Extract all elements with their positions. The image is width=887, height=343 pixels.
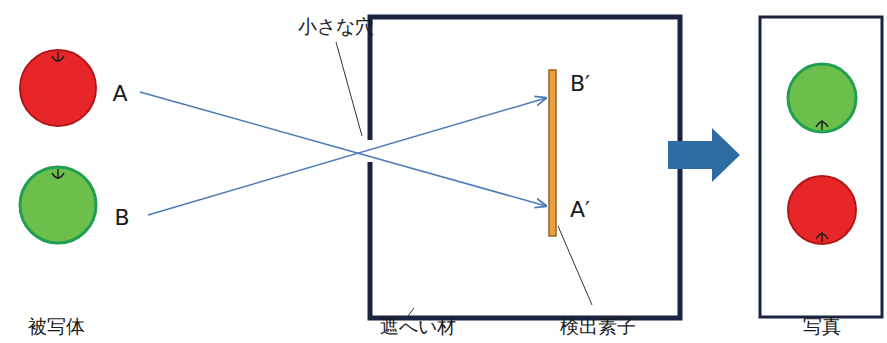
callout-label: 小さな穴 — [298, 16, 374, 37]
part-label: 写真 — [803, 316, 841, 337]
part-label: 遮へい材 — [380, 316, 456, 337]
red-apple — [20, 50, 96, 126]
image-point-label: B′ — [570, 72, 590, 96]
photo-green-apple — [788, 64, 856, 132]
block-arrow — [668, 128, 740, 182]
shield-box — [370, 17, 680, 318]
ray — [148, 98, 546, 215]
detector-element — [549, 70, 556, 236]
image-point-label: A′ — [570, 198, 590, 222]
green-apple — [20, 167, 96, 243]
leader-line — [558, 226, 592, 305]
point-label: B — [114, 206, 129, 230]
point-label: A — [112, 82, 127, 106]
ray — [140, 92, 546, 206]
photo-frame — [760, 17, 882, 317]
part-label: 検出素子 — [560, 316, 636, 337]
photo-red-apple — [788, 176, 856, 244]
part-label: 被写体 — [28, 316, 85, 337]
leader-line — [336, 42, 362, 136]
